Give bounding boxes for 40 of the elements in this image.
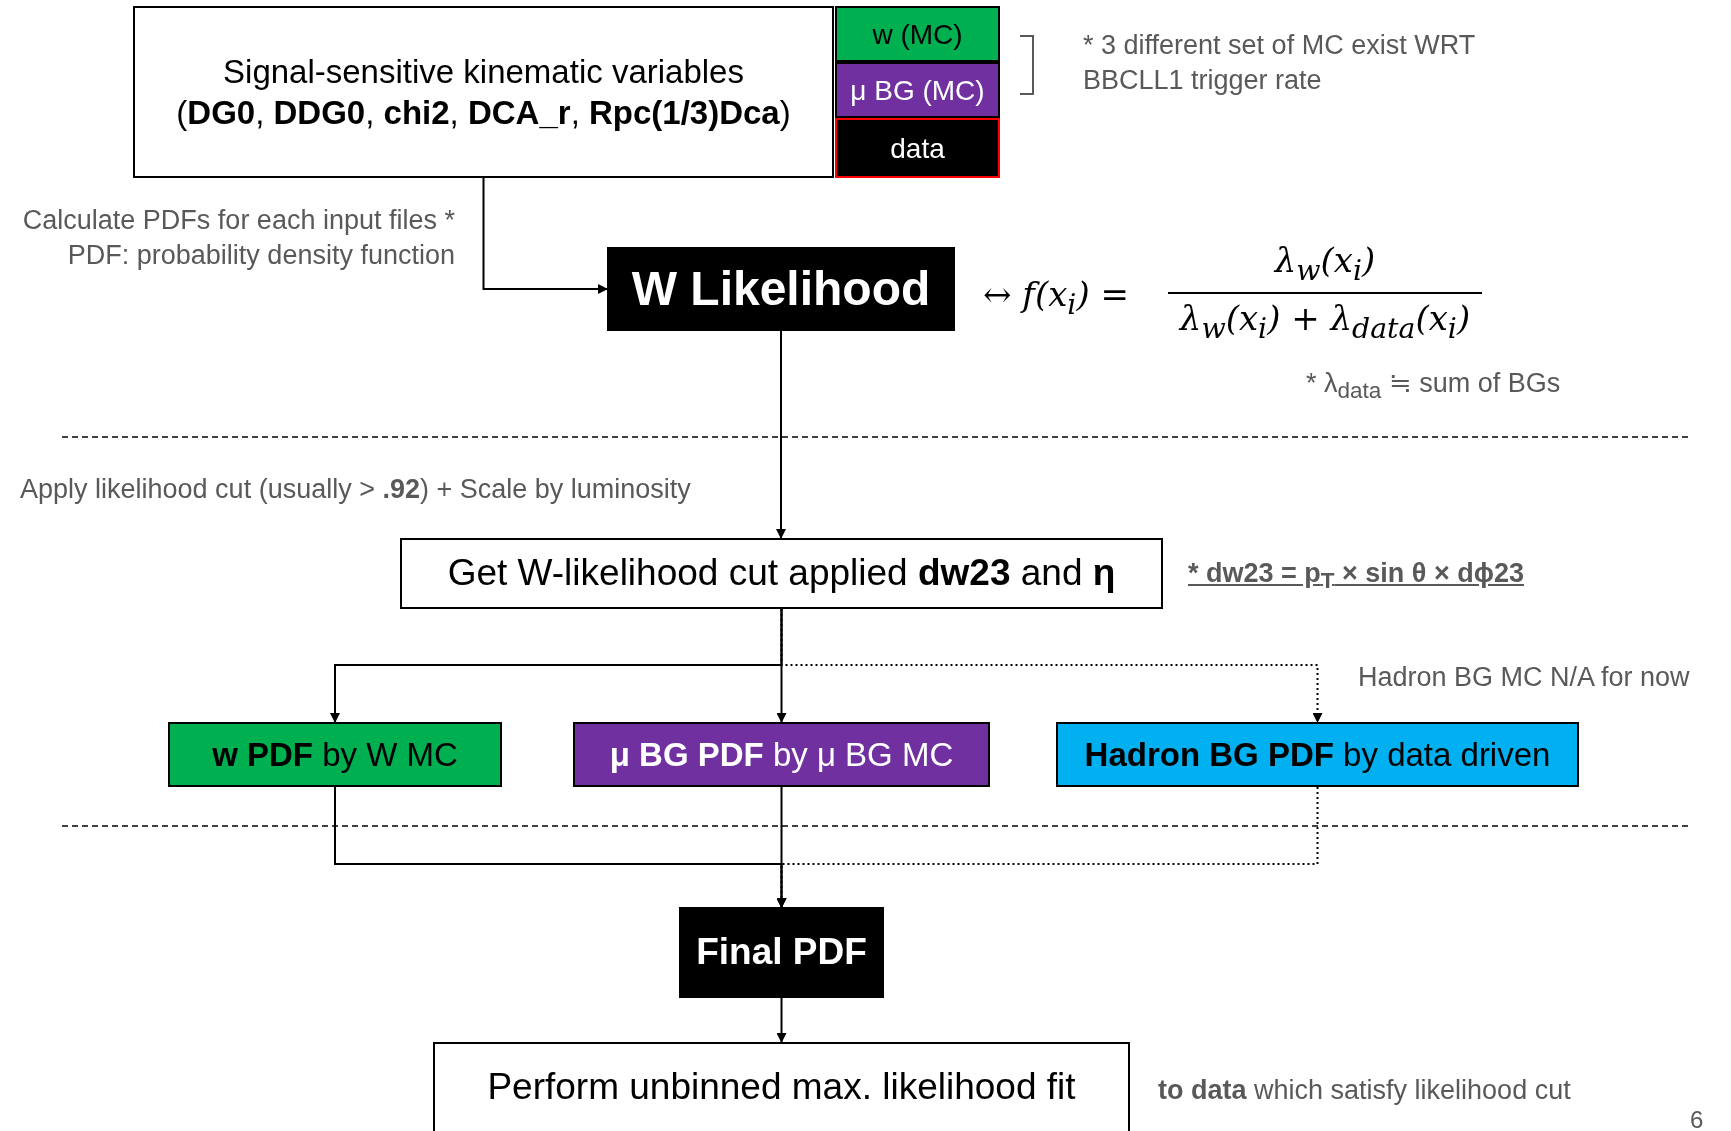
note-text: * 3 different set of MC exist WRT BBCLL1 trigger rate: [1083, 29, 1476, 98]
node-text: w (MC): [872, 17, 963, 52]
arrow: [482, 177, 608, 294]
variables-box: [133, 6, 834, 178]
final-pdf-box: [679, 907, 884, 998]
process-box: [433, 1042, 1130, 1131]
arrow: [776, 608, 787, 723]
node-text: Signal-sensitive kinematic variables: [223, 51, 744, 92]
note-text: * λ$_{data}$ ≒ sum of BGs: [1306, 367, 1562, 406]
input-box: [835, 118, 1000, 178]
arrow: [776, 997, 787, 1043]
pdf-box: [168, 722, 502, 787]
page-number: 6: [1690, 1105, 1705, 1131]
formula-numerator: λ$_{w}$(x$_{i}$): [1272, 239, 1377, 289]
process-box: [400, 538, 1163, 609]
note-text: to data which satisfy likelihood cut: [1158, 1074, 1572, 1107]
node-text: data: [890, 131, 945, 166]
formula-text: ↔ f(x$_{i}$) =: [983, 273, 1130, 323]
pdf-box: [573, 722, 990, 787]
node-text: Hadron BG PDF by data driven: [1084, 734, 1551, 775]
note-text: Apply likelihood cut (usually > .92) + Scale by luminosity: [20, 473, 692, 506]
node-text: Get W-likelihood cut applied dw23 and η: [447, 551, 1116, 596]
node-text: w PDF by W MC: [212, 734, 458, 775]
node-text: Final PDF: [696, 930, 867, 975]
node-text: μ BG (MC): [850, 73, 985, 108]
node-text: μ BG PDF by μ BG MC: [609, 734, 954, 775]
likelihood-box: [607, 247, 955, 331]
arrow: [776, 786, 1319, 908]
input-box: [835, 6, 1000, 62]
note-text: Calculate PDFs for each input files * PDF: probability density function: [21, 204, 455, 273]
node-text: W Likelihood: [631, 261, 931, 317]
pdf-box: [1056, 722, 1579, 787]
formula-denominator: λ$_{w}$(x$_{i}$) + λ$_{data}$(x$_{i}$): [1177, 297, 1472, 347]
node-text: Perform unbinned max. likelihood fit: [487, 1065, 1076, 1109]
arrow: [776, 330, 786, 539]
arrow: [780, 608, 1323, 723]
note-text: Hadron BG MC N/A for now: [1358, 661, 1691, 694]
node-text: (DG0, DDG0, chi2, DCA_r, Rpc(1/3)Dca): [176, 93, 791, 133]
input-box: [835, 62, 1000, 118]
definition-text: * dw23 = p$_{T}$ × sin θ × dϕ23: [1188, 557, 1525, 596]
